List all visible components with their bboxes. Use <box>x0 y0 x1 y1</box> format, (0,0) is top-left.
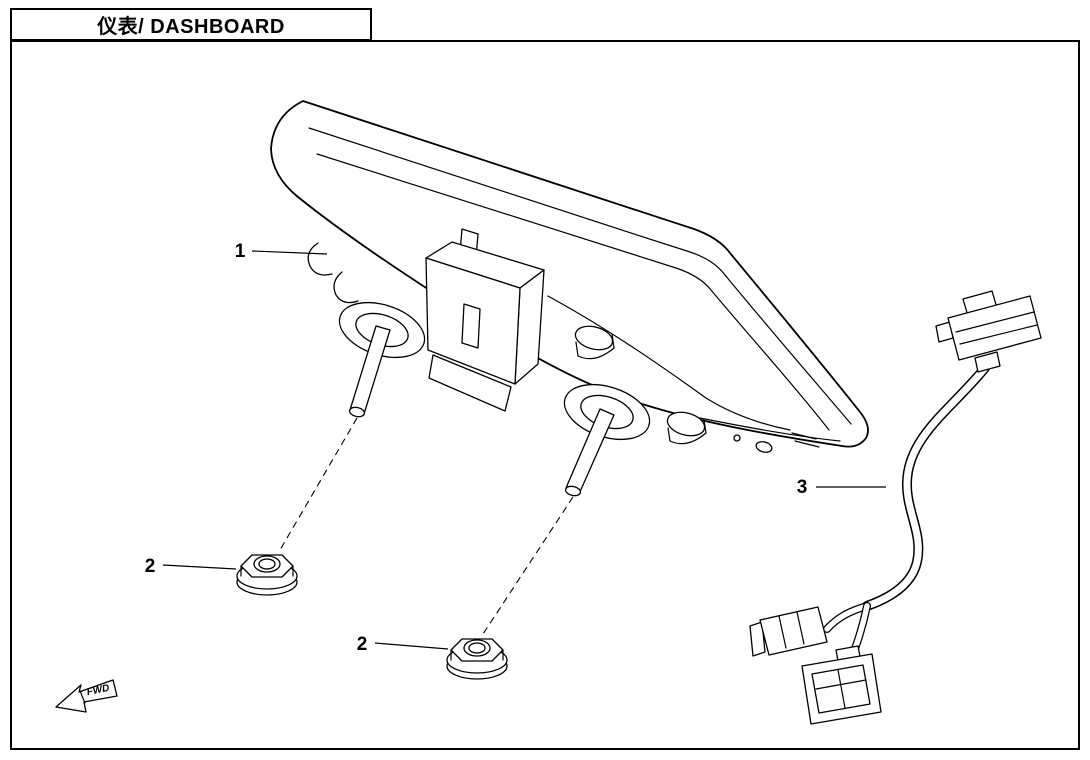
bottom-boss-left <box>574 325 615 360</box>
back-panel-edge <box>547 295 791 431</box>
callout-3: 3 <box>797 477 886 498</box>
fwd-arrow-shape <box>55 679 118 713</box>
dashboard-unit <box>270 100 869 497</box>
callout-1-label: 1 <box>235 241 246 262</box>
callout-3-label: 3 <box>797 477 808 498</box>
left-tab-upper <box>307 242 333 276</box>
flange-nut-left <box>236 554 298 596</box>
page-title: 仪表/ DASHBOARD <box>97 16 285 38</box>
alignment-dashed-line-right <box>482 496 574 635</box>
mounting-stud-right <box>564 408 615 497</box>
four-pin-connector <box>801 645 882 725</box>
main-connector <box>935 290 1042 373</box>
callout-2-left-label: 2 <box>145 556 156 577</box>
detail-hole <box>733 434 741 442</box>
vent-line-2 <box>794 440 820 448</box>
callout-2-right-leader <box>374 642 449 650</box>
bottom-boss-right <box>666 411 707 445</box>
callout-2-left-leader <box>162 564 237 570</box>
alignment-dashed-line-left <box>279 417 358 551</box>
flange-nut-right <box>446 638 508 680</box>
mounting-bracket <box>425 228 545 412</box>
title-box: 仪表/ DASHBOARD <box>10 8 372 41</box>
bezel-crease-outer <box>308 127 852 425</box>
small-boss <box>755 441 773 453</box>
diagram-frame <box>10 40 1080 750</box>
bezel-crease-inner <box>316 153 830 431</box>
fwd-arrow-label: FWD <box>86 683 111 698</box>
mounting-stud-left <box>348 325 391 418</box>
fwd-arrow: FWD <box>55 679 118 713</box>
wiring-harness <box>749 290 1042 725</box>
callout-1: 1 <box>235 241 328 262</box>
left-tab-lower <box>333 271 359 304</box>
two-pin-connector <box>749 606 828 657</box>
callout-1-leader <box>251 250 328 255</box>
bottom-wall-line <box>699 417 841 442</box>
bracket-slot <box>461 303 481 349</box>
vent-line-1 <box>791 432 817 440</box>
callout-2-right-label: 2 <box>357 634 368 655</box>
callout-2-left: 2 <box>145 556 237 577</box>
callout-2-right: 2 <box>357 634 449 655</box>
